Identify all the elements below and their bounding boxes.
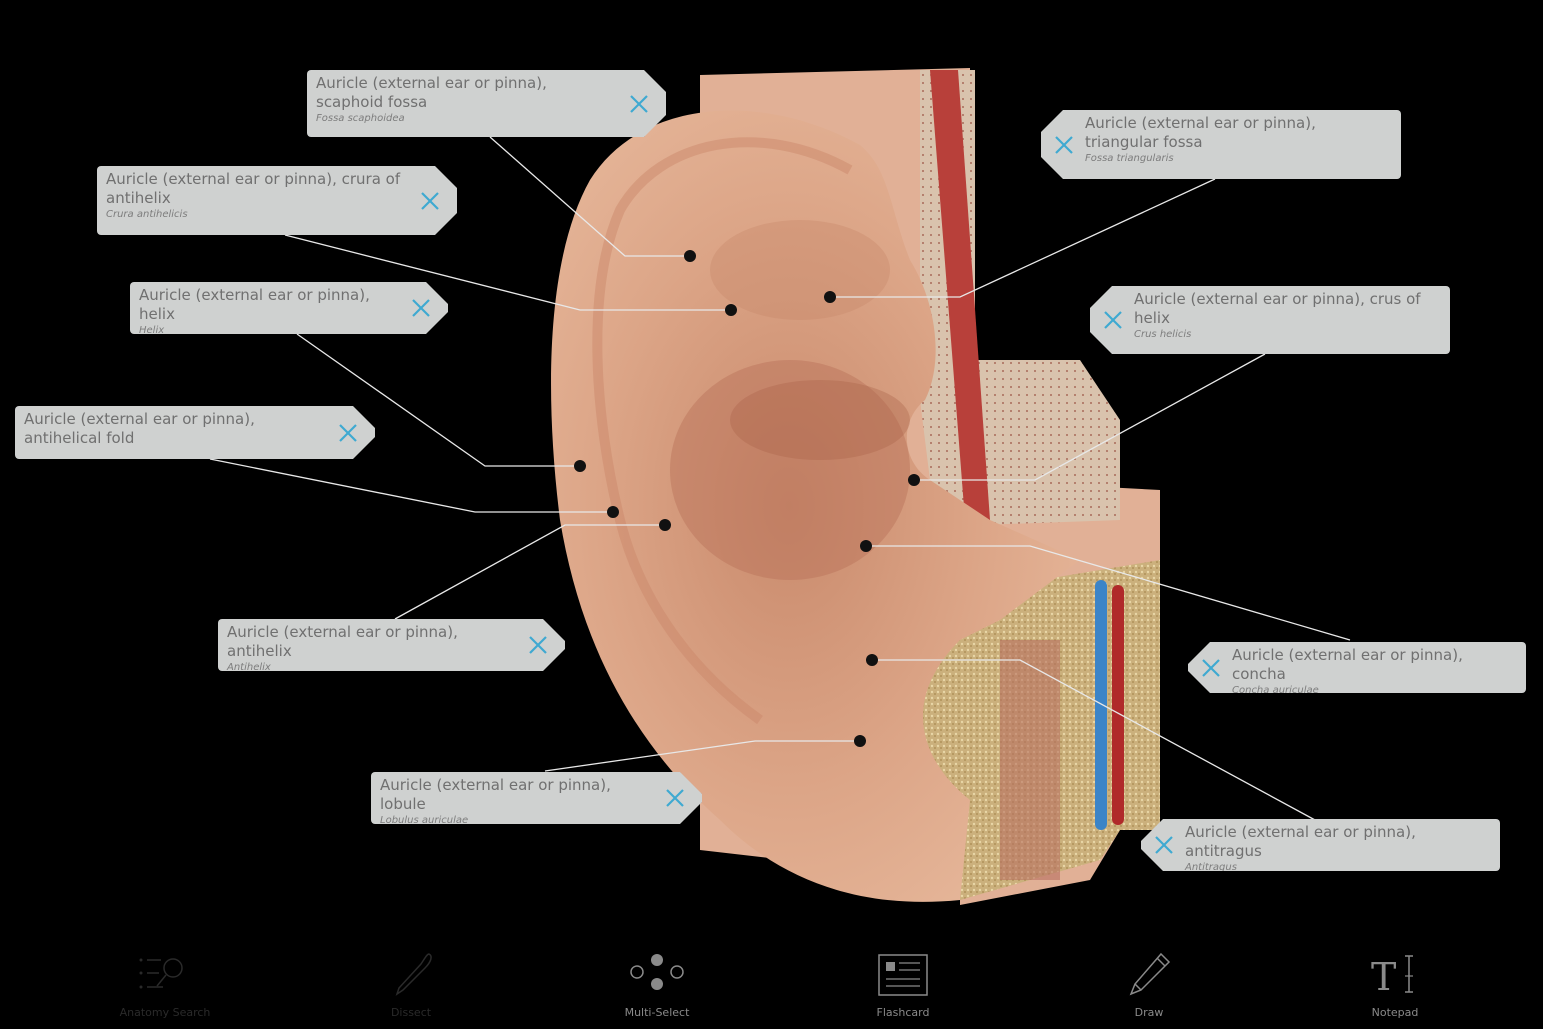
multi-select-icon bbox=[630, 954, 684, 990]
flashcard-button[interactable]: Flashcard bbox=[833, 940, 973, 1029]
close-icon[interactable] bbox=[337, 422, 359, 444]
anatomy-search-icon bbox=[139, 958, 183, 989]
close-icon[interactable] bbox=[527, 634, 549, 656]
close-icon[interactable] bbox=[1200, 657, 1222, 679]
toolbar-label: Draw bbox=[1134, 1006, 1164, 1019]
label-triangular-fossa[interactable]: Auricle (external ear or pinna), triangu… bbox=[1041, 110, 1401, 179]
close-icon[interactable] bbox=[1053, 134, 1075, 156]
label-latin: Antihelix bbox=[227, 662, 271, 673]
ear-model-3d[interactable] bbox=[0, 0, 1543, 940]
label-title: Auricle (external ear or pinna), antihel… bbox=[24, 410, 255, 447]
flashcard-icon bbox=[878, 954, 928, 996]
toolbar-label: Notepad bbox=[1371, 1006, 1419, 1019]
label-latin: Fossa triangularis bbox=[1085, 153, 1174, 164]
close-icon[interactable] bbox=[1153, 834, 1175, 856]
pin-lobule bbox=[854, 735, 866, 747]
label-latin: Crura antihelicis bbox=[106, 209, 188, 220]
label-title: Auricle (external ear or pinna), concha bbox=[1232, 646, 1463, 683]
bottom-toolbar: Anatomy Search Dissect Multi-Select Flas… bbox=[0, 940, 1543, 1029]
label-antitragus[interactable]: Auricle (external ear or pinna), antitra… bbox=[1141, 819, 1500, 871]
label-title: Auricle (external ear or pinna), helix bbox=[139, 286, 370, 323]
close-icon[interactable] bbox=[1102, 309, 1124, 331]
pin-scaphoid-fossa bbox=[684, 250, 696, 262]
label-title: Auricle (external ear or pinna), crura o… bbox=[106, 170, 401, 207]
label-latin: Antitragus bbox=[1185, 862, 1237, 873]
label-title: Auricle (external ear or pinna), scaphoi… bbox=[316, 74, 547, 111]
label-latin: Helix bbox=[139, 325, 165, 336]
toolbar-label: Dissect bbox=[390, 1006, 432, 1019]
label-title: Auricle (external ear or pinna), lobule bbox=[380, 776, 611, 813]
label-crus-of-helix[interactable]: Auricle (external ear or pinna), crus of… bbox=[1090, 286, 1450, 354]
svg-text:T: T bbox=[1371, 955, 1396, 999]
pin-antihelix bbox=[659, 519, 671, 531]
label-lobule[interactable]: Auricle (external ear or pinna), lobule … bbox=[371, 772, 702, 824]
pin-crura-of-antihelix bbox=[725, 304, 737, 316]
label-latin: Fossa scaphoidea bbox=[316, 113, 405, 124]
label-helix[interactable]: Auricle (external ear or pinna), helix H… bbox=[130, 282, 448, 334]
label-latin: Crus helicis bbox=[1134, 329, 1192, 340]
pin-antitragus bbox=[866, 654, 878, 666]
label-title: Auricle (external ear or pinna), triangu… bbox=[1085, 114, 1316, 151]
pin-helix bbox=[574, 460, 586, 472]
label-concha[interactable]: Auricle (external ear or pinna), concha … bbox=[1188, 642, 1526, 693]
pin-concha bbox=[860, 540, 872, 552]
label-title: Auricle (external ear or pinna), antitra… bbox=[1185, 823, 1416, 860]
pin-antihelical-fold bbox=[607, 506, 619, 518]
close-icon[interactable] bbox=[664, 787, 686, 809]
close-icon[interactable] bbox=[419, 190, 441, 212]
label-latin: Concha auriculae bbox=[1232, 685, 1319, 696]
label-latin: Lobulus auriculae bbox=[380, 815, 469, 826]
pencil-icon bbox=[1129, 952, 1171, 996]
toolbar-label: Flashcard bbox=[876, 1006, 930, 1019]
multi-select-button[interactable]: Multi-Select bbox=[587, 940, 727, 1029]
label-scaphoid-fossa[interactable]: Auricle (external ear or pinna), scaphoi… bbox=[307, 70, 666, 137]
anatomy-search-button[interactable]: Anatomy Search bbox=[95, 940, 235, 1029]
pin-triangular-fossa bbox=[824, 291, 836, 303]
toolbar-label: Anatomy Search bbox=[119, 1006, 211, 1019]
toolbar-label: Multi-Select bbox=[624, 1006, 690, 1019]
dissect-button[interactable]: Dissect bbox=[341, 940, 481, 1029]
label-crura-of-antihelix[interactable]: Auricle (external ear or pinna), crura o… bbox=[97, 166, 457, 235]
label-title: Auricle (external ear or pinna), antihel… bbox=[227, 623, 458, 660]
leader-lines bbox=[209, 136, 1351, 821]
label-antihelical-fold[interactable]: Auricle (external ear or pinna), antihel… bbox=[15, 406, 375, 459]
notepad-button[interactable]: T Notepad bbox=[1325, 940, 1465, 1029]
close-icon[interactable] bbox=[410, 297, 432, 319]
text-cursor-icon: T bbox=[1371, 955, 1413, 999]
label-title: Auricle (external ear or pinna), crus of… bbox=[1134, 290, 1421, 327]
scalpel-icon bbox=[395, 953, 432, 996]
pin-crus-of-helix bbox=[908, 474, 920, 486]
close-icon[interactable] bbox=[628, 93, 650, 115]
draw-button[interactable]: Draw bbox=[1079, 940, 1219, 1029]
label-antihelix[interactable]: Auricle (external ear or pinna), antihel… bbox=[218, 619, 565, 671]
